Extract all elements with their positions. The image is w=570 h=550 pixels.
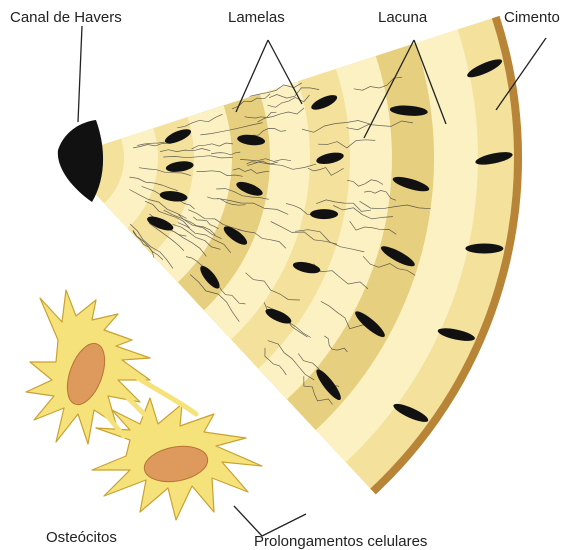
haversian-canal <box>58 120 103 202</box>
label-cell-processes: Prolongamentos celulares <box>254 533 427 550</box>
label-osteocytes: Osteócitos <box>46 529 117 546</box>
label-haversian-canal: Canal de Havers <box>10 9 122 26</box>
label-cement: Cimento <box>504 9 560 26</box>
lacuna <box>310 209 338 219</box>
label-lacuna: Lacuna <box>378 9 428 26</box>
lacuna <box>465 243 503 253</box>
label-lamellae: Lamelas <box>228 9 285 26</box>
